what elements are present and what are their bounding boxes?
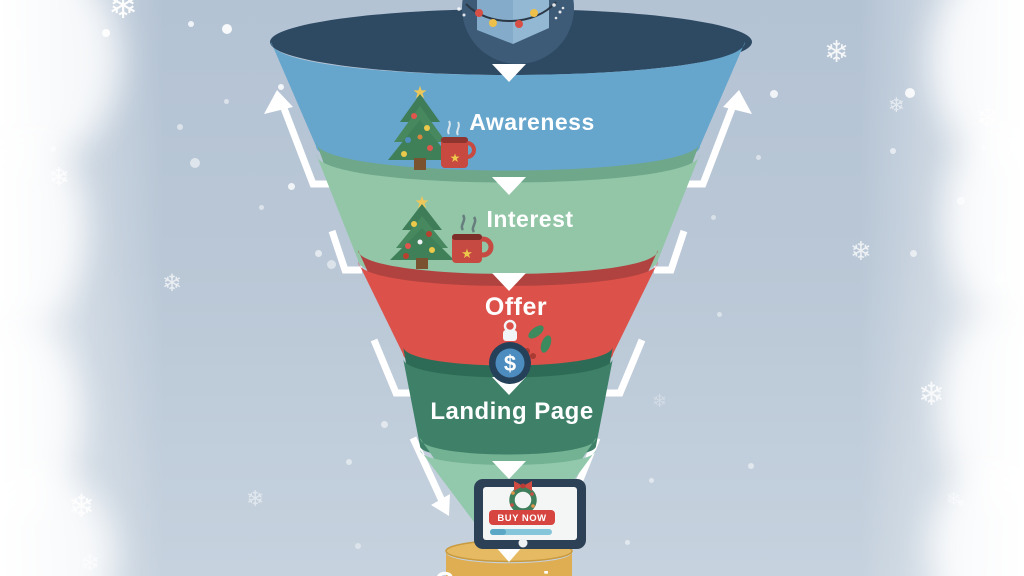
snow-dot: [711, 215, 716, 220]
snow-dot: [222, 24, 232, 34]
steam-icon: [447, 120, 460, 136]
buy-now-label: BUY NOW: [497, 513, 546, 524]
snow-dot: [188, 21, 194, 27]
step-line-icon: [654, 229, 688, 274]
snow-dot: [381, 421, 388, 428]
snow-dot: [278, 84, 284, 90]
arrow-down-head-icon: [431, 494, 450, 516]
snow-dot: [224, 99, 229, 104]
snowflake-icon: ❄: [8, 25, 25, 47]
snowflake-icon: ❄: [888, 95, 905, 117]
step-line-icon: [370, 338, 414, 397]
sparkles-icon: [457, 3, 565, 20]
snow-dot: [190, 158, 200, 168]
stage-label-landing-page: Landing Page: [430, 398, 593, 425]
snow-dot: [288, 183, 295, 190]
arrow-up-head-icon: [264, 90, 293, 114]
stage-label-offer: Offer: [485, 293, 547, 321]
snow-dot: [625, 540, 630, 545]
snow-dot: [748, 463, 754, 469]
snow-dot: [50, 146, 56, 152]
mug-icon: ★: [441, 120, 476, 168]
chevron-down-icon: [492, 273, 526, 291]
snow-dot: [905, 88, 915, 98]
mug-icon: ★: [452, 214, 494, 263]
funnel-stage-awareness: [271, 42, 745, 173]
home-button-icon: [518, 538, 528, 548]
funnel-mouth: [270, 0, 752, 75]
christmas-tree-icon: ★: [388, 83, 452, 170]
snowflake-icon: ❄: [162, 270, 183, 297]
star-icon: ★: [461, 246, 473, 261]
christmas-tree-icon: ★: [390, 193, 454, 269]
snowflake-icon: ❄: [652, 391, 668, 411]
string-lights-icon: [465, 1, 557, 22]
snowflake-icon: ❄: [246, 486, 265, 511]
snow-dot: [327, 260, 336, 269]
snow-dot: [177, 124, 183, 130]
snowflake-icon: ❄: [850, 236, 872, 266]
snowflake-icon: ❄: [976, 102, 1000, 133]
snowflake-icon: ❄: [108, 0, 139, 26]
snow-dot: [259, 205, 264, 210]
bow-icon: [514, 481, 523, 491]
snow-dot: [315, 250, 322, 257]
snow-dot: [649, 478, 654, 483]
star-icon: ★: [414, 193, 429, 212]
dollar-symbol: $: [504, 351, 516, 376]
snow-dot: [958, 500, 964, 506]
gift-box-icon: [465, 0, 557, 44]
chevron-down-icon: [492, 461, 526, 479]
stage-label-interest: Interest: [486, 206, 573, 232]
stage-label-awareness: Awareness: [469, 109, 595, 135]
snowflake-icon: ❄: [918, 376, 945, 412]
steam-icon: [460, 214, 477, 233]
tablet-icon: BUY NOW: [474, 479, 586, 549]
snow-dot: [102, 29, 110, 37]
snow-dot: [770, 90, 778, 98]
snow-dot: [910, 250, 917, 257]
snowflake-icon: ❄: [992, 269, 1008, 289]
snowflake-icon: ❄: [48, 162, 70, 192]
chevron-down-icon: [495, 546, 523, 562]
snowflake-icon: ❄: [946, 489, 962, 509]
star-icon: ★: [450, 151, 461, 165]
snowflake-icon: ❄: [80, 550, 101, 576]
buy-now-button[interactable]: [489, 510, 555, 525]
chevron-down-icon: [492, 64, 526, 82]
snow-dot: [346, 459, 352, 465]
funnel-stage-landing-page: [403, 346, 613, 460]
arrow-down-icon: [409, 436, 447, 505]
snowflake-icon: ❄: [824, 36, 850, 69]
star-icon: ★: [412, 83, 427, 102]
arrow-up-head-icon: [723, 90, 752, 114]
snowflake-icon: ❄: [68, 488, 95, 524]
snow-dot: [890, 148, 896, 154]
snow-dot: [756, 155, 761, 160]
stage-label-conversion: Conversion: [435, 566, 583, 576]
snow-dot: [355, 543, 361, 549]
step-line-icon: [602, 338, 646, 397]
dollar-ornament-icon: $: [489, 319, 531, 384]
step-line-icon: [328, 229, 362, 274]
snow-dot: [981, 145, 986, 150]
funnel-stage-offer: [358, 250, 658, 372]
chevron-down-icon: [492, 177, 526, 195]
snow-dot: [717, 312, 722, 317]
snow-dot: [957, 197, 965, 205]
